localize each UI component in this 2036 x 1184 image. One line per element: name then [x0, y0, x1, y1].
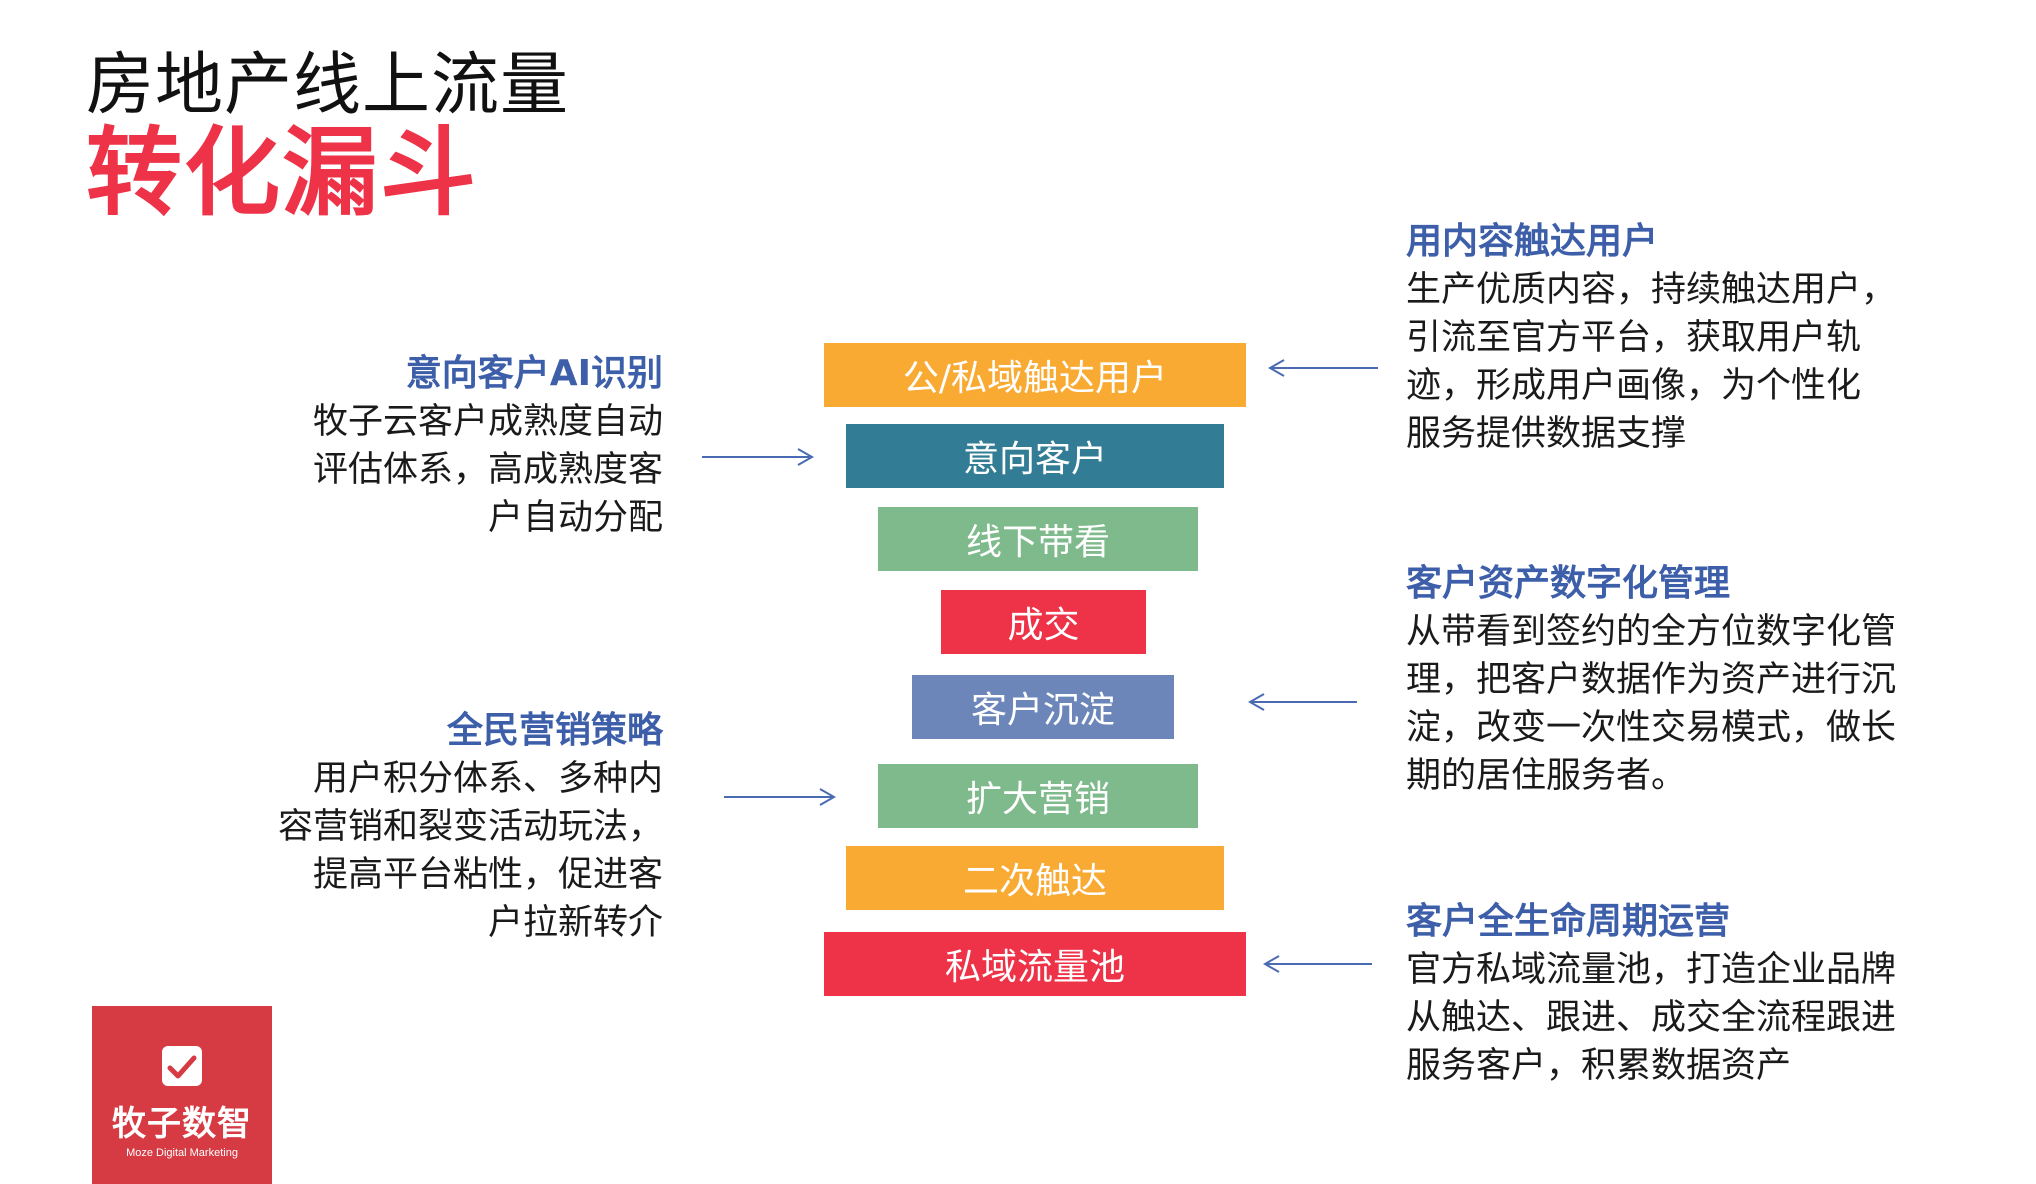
note-all-people-marketing: 全民营销策略 用户积分体系、多种内 容营销和裂变活动玩法， 提高平台粘性，促进客…	[143, 707, 663, 947]
note-line: 提高平台粘性，促进客	[312, 855, 663, 895]
note-heading: 客户资产数字化管理	[1406, 563, 1731, 604]
note-heading: 用内容触达用户	[1406, 221, 1659, 262]
note-line: 理，把客户数据作为资产进行沉	[1406, 660, 1897, 700]
funnel-stage-retouch: 二次触达	[846, 846, 1224, 910]
note-line: 引流至官方平台，获取用户轨	[1406, 318, 1862, 358]
arrow-right-icon	[724, 788, 837, 806]
note-line: 生产优质内容，持续触达用户，	[1406, 270, 1897, 310]
note-line: 评估体系，高成熟度客	[312, 450, 663, 490]
note-line: 牧子云客户成熟度自动	[312, 402, 663, 442]
funnel-stage-intent: 意向客户	[846, 424, 1224, 488]
note-line: 用户积分体系、多种内	[312, 759, 663, 799]
logo-name: 牧子数智	[112, 1104, 252, 1144]
note-line: 从带看到签约的全方位数字化管	[1406, 612, 1897, 652]
note-heading: 全民营销策略	[446, 710, 663, 751]
note-heading: 意向客户AI识别	[405, 353, 663, 394]
note-line: 服务提供数据支撑	[1406, 414, 1687, 454]
note-line: 户拉新转介	[487, 903, 663, 943]
note-line: 迹，形成用户画像，为个性化	[1406, 366, 1862, 406]
brand-logo: 牧子数智 Moze Digital Marketing	[92, 1006, 272, 1184]
note-line: 从触达、跟进、成交全流程跟进	[1406, 998, 1897, 1038]
chart-check-icon	[162, 1046, 202, 1086]
funnel-stage-reach: 公/私域触达用户	[824, 343, 1246, 407]
logo-subtitle: Moze Digital Marketing	[126, 1147, 238, 1159]
note-line: 淀，改变一次性交易模式，做长	[1406, 708, 1897, 748]
note-ai-intent: 意向客户AI识别 牧子云客户成熟度自动 评估体系，高成熟度客 户自动分配	[203, 350, 663, 542]
note-line: 官方私域流量池，打造企业品牌	[1406, 950, 1897, 990]
funnel-stage-expand: 扩大营销	[878, 764, 1198, 828]
note-line: 期的居住服务者。	[1406, 756, 1687, 796]
funnel-stage-visit: 线下带看	[878, 507, 1198, 571]
page-subtitle: 转化漏斗	[86, 117, 478, 229]
funnel-stage-private-pool: 私域流量池	[824, 932, 1246, 996]
arrow-left-icon	[1247, 693, 1357, 711]
note-line: 服务客户，积累数据资产	[1406, 1046, 1792, 1086]
note-line: 容营销和裂变活动玩法，	[277, 807, 663, 847]
funnel-stage-retain: 客户沉淀	[912, 675, 1174, 739]
note-asset-digitization: 客户资产数字化管理 从带看到签约的全方位数字化管 理，把客户数据作为资产进行沉 …	[1406, 560, 2006, 800]
note-lifecycle-ops: 客户全生命周期运营 官方私域流量池，打造企业品牌 从触达、跟进、成交全流程跟进 …	[1406, 898, 2006, 1090]
note-heading: 客户全生命周期运营	[1406, 901, 1731, 942]
note-content-reach: 用内容触达用户 生产优质内容，持续触达用户， 引流至官方平台，获取用户轨 迹，形…	[1406, 218, 2006, 458]
note-line: 户自动分配	[487, 498, 663, 538]
funnel-stage-deal: 成交	[941, 590, 1146, 654]
arrow-left-icon	[1267, 359, 1378, 377]
page-title: 房地产线上流量	[86, 46, 570, 125]
arrow-right-icon	[702, 448, 815, 466]
arrow-left-icon	[1262, 955, 1372, 973]
